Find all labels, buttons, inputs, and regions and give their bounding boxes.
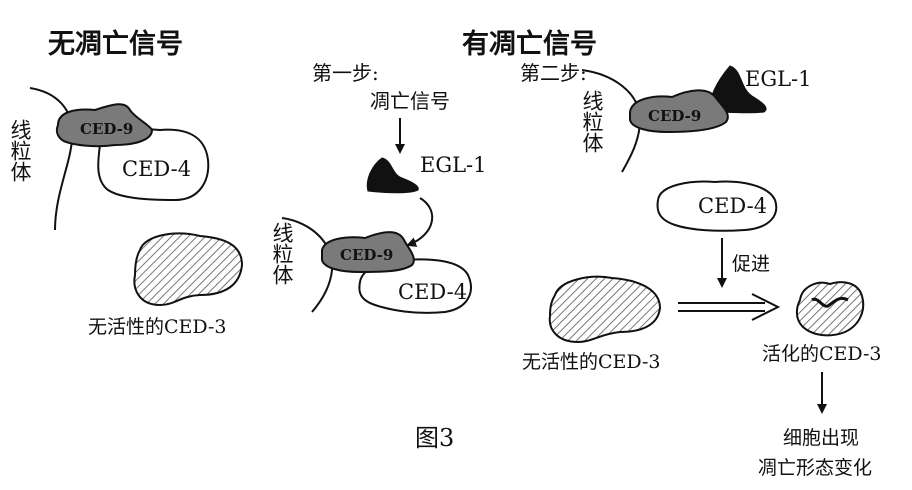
panel-step1: 有凋亡信号 第一步: 凋亡信号 EGL-1 线粒体 CED-4 CED-9 <box>270 29 597 314</box>
step2-label: 第二步: <box>520 61 587 85</box>
egl1-label: EGL-1 <box>420 153 487 177</box>
ced9-shape <box>321 231 415 274</box>
ced3-active-label: 活化的CED-3 <box>762 343 882 365</box>
panel-step2: 第二步: EGL-1 线粒体 CED-9 CED-4 促进 无活性的CED-3 … <box>520 61 882 479</box>
egl1-binding-arrow <box>406 197 434 247</box>
ced3-inactive-shape <box>548 275 662 344</box>
ced3-inactive-label: 无活性的CED-3 <box>88 316 227 338</box>
svg-text:线粒体: 线粒体 <box>8 119 32 182</box>
title-no-signal: 无凋亡信号 <box>48 29 183 60</box>
ced9-shape <box>55 103 154 148</box>
mitochondrion-label: 线粒体 <box>8 119 32 182</box>
figure-caption: 图3 <box>415 424 454 452</box>
ced4-label: CED-4 <box>698 194 767 218</box>
activation-arrow <box>678 293 781 321</box>
outcome-line2: 凋亡形态变化 <box>758 457 872 479</box>
ced9-label: CED-9 <box>340 246 393 264</box>
ced3-active-shape <box>795 281 865 337</box>
signal-label: 凋亡信号 <box>370 89 450 113</box>
ced4-label: CED-4 <box>122 157 191 181</box>
ced9-label: CED-9 <box>80 120 133 138</box>
mitochondrion-label: 线粒体 <box>270 222 294 285</box>
step1-label: 第一步: <box>312 61 379 85</box>
egl1-shape <box>366 157 419 194</box>
ced3-inactive-shape <box>133 232 244 307</box>
mitochondrion-membrane <box>281 217 334 313</box>
svg-text:线粒体: 线粒体 <box>270 222 294 285</box>
promote-label: 促进 <box>732 253 770 275</box>
mitochondrion-label: 线粒体 <box>580 90 604 153</box>
svg-text:线粒体: 线粒体 <box>580 90 604 153</box>
egl1-label: EGL-1 <box>745 67 812 91</box>
outcome-line1: 细胞出现 <box>783 427 859 449</box>
ced3-active-cleft <box>811 296 849 308</box>
ced3-inactive-label: 无活性的CED-3 <box>522 351 661 373</box>
ced4-label: CED-4 <box>398 280 467 304</box>
panel-no-signal: 无凋亡信号 线粒体 CED-4 CED-9 无活性的CED-3 <box>8 29 244 338</box>
ced9-label: CED-9 <box>648 107 701 125</box>
mitochondrion-membrane <box>29 87 74 231</box>
title-with-signal: 有凋亡信号 <box>462 29 597 60</box>
ced4-shape <box>656 180 778 232</box>
ced9-shape <box>629 89 729 134</box>
